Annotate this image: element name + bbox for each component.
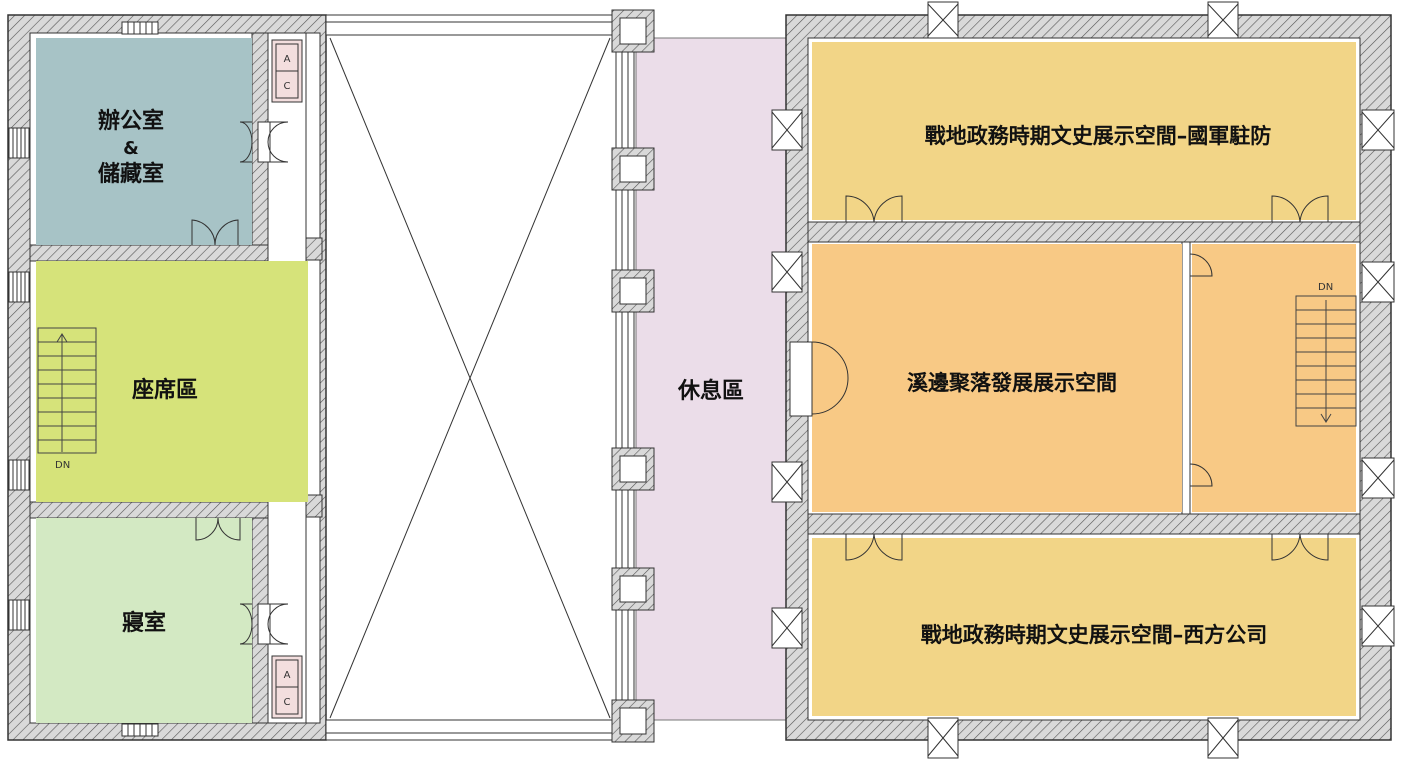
ac-bottom-a: A [284, 670, 291, 681]
ac-unit-top: A C [271, 39, 303, 103]
office-label-line1: 辦公室 [98, 108, 164, 134]
left-stairs [37, 327, 97, 454]
seating-label: 座席區 [132, 377, 198, 403]
bedroom-label: 寢室 [122, 610, 166, 636]
bedroom-room [36, 518, 252, 723]
lounge-area [635, 37, 787, 721]
left-stairs-label: DN [55, 460, 70, 471]
ac-unit-bottom: A C [271, 655, 303, 719]
right-stairs-label: DN [1318, 282, 1333, 293]
ac-top-c: C [284, 81, 291, 92]
right-door-swings [811, 195, 1329, 561]
exhibit-top-room [812, 42, 1356, 220]
exhibit-bottom-room [812, 538, 1356, 716]
lounge-label: 休息區 [677, 378, 744, 404]
ac-top-a: A [284, 54, 291, 65]
office-label-line2: & [123, 138, 139, 159]
ac-bottom-c: C [284, 697, 291, 708]
column-rail [611, 9, 655, 743]
seating-room [36, 261, 308, 502]
right-openings [771, 1, 1395, 759]
exhibit-mid-room [812, 244, 1182, 512]
central-void [325, 14, 615, 741]
office-room [36, 38, 252, 245]
office-label-line3: 儲藏室 [98, 161, 164, 187]
left-windows [8, 21, 159, 737]
exhibit-bottom-label: 戰地政務時期文史展示空間–西方公司 [921, 623, 1268, 647]
stair-hall [1192, 244, 1356, 512]
right-stairs [1295, 295, 1357, 427]
exhibit-top-label: 戰地政務時期文史展示空間–國軍駐防 [925, 124, 1272, 148]
exhibit-mid-label: 溪邊聚落發展展示空間 [907, 371, 1117, 395]
left-doors [191, 121, 289, 645]
